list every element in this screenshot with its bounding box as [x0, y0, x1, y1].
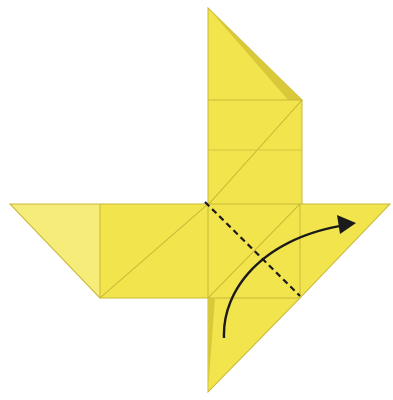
- bottom-flap: [208, 298, 300, 392]
- right-flap: [300, 204, 390, 298]
- left-flap-shade: [10, 204, 100, 298]
